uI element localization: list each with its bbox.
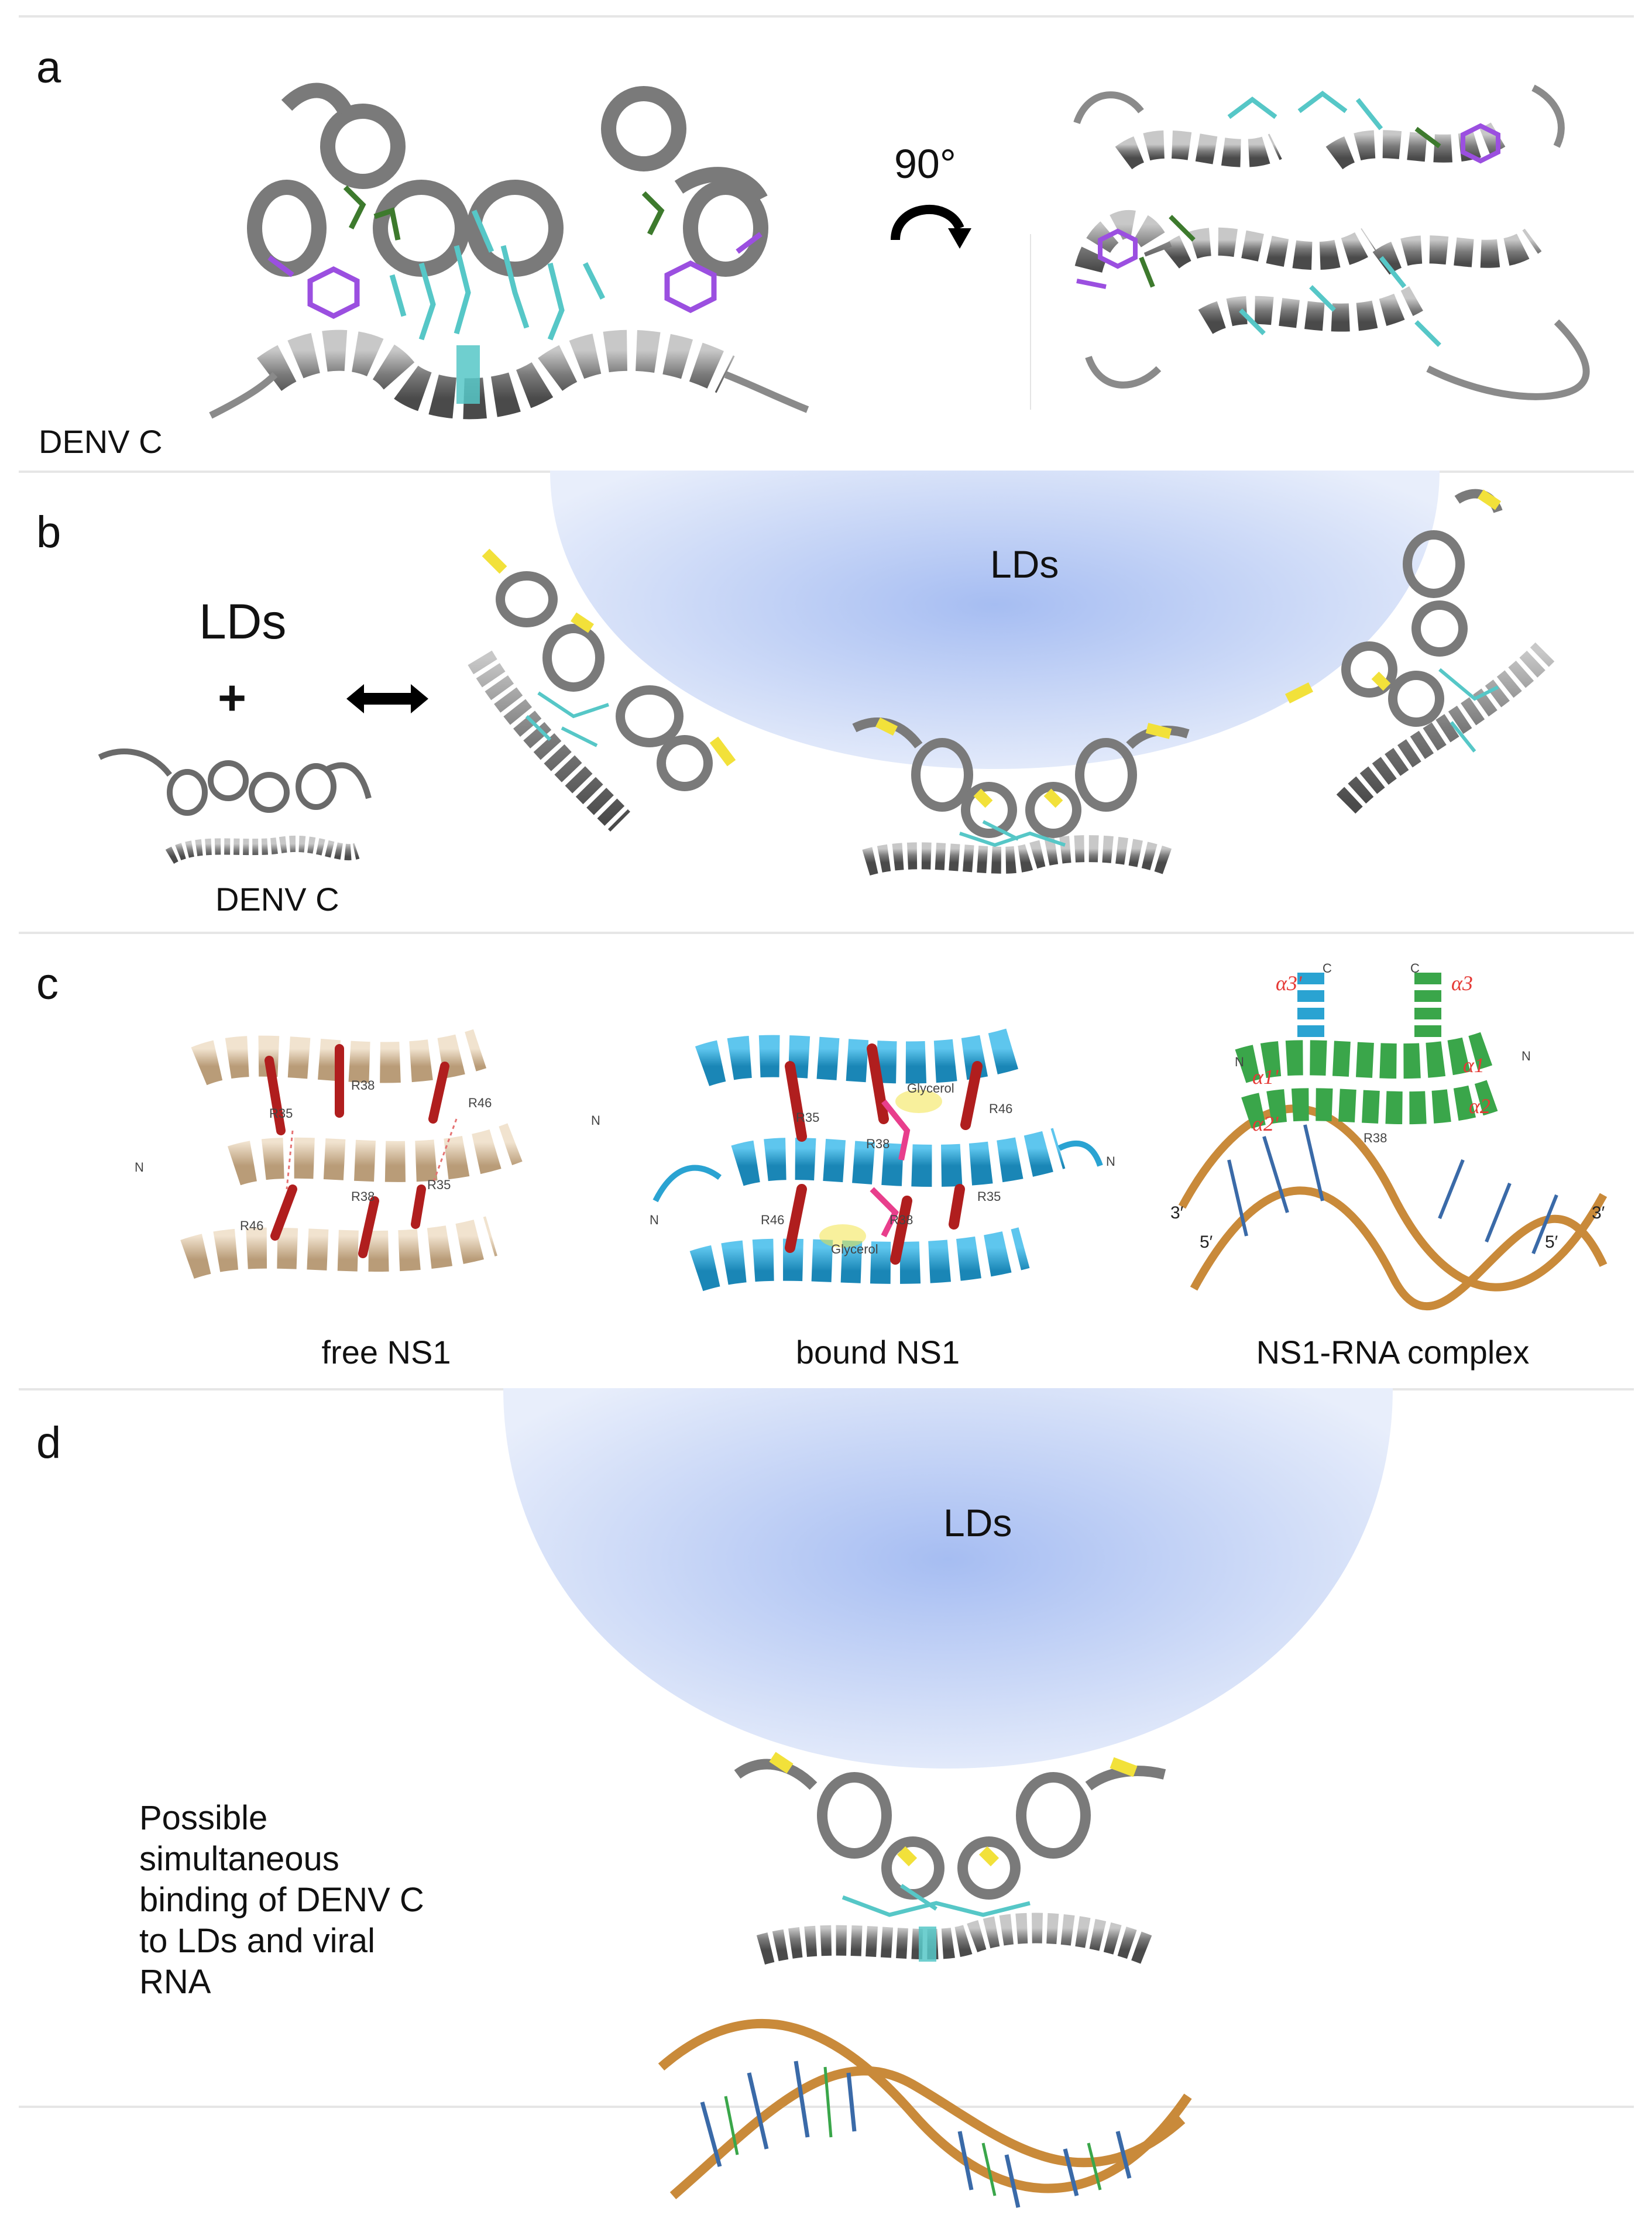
residue-label: R46 <box>761 1213 784 1227</box>
panel-a: a <box>0 0 1652 468</box>
denv-c-tilted-left <box>468 548 736 832</box>
denv-c-bound-center <box>852 717 1190 876</box>
terminus-label: N <box>1106 1154 1115 1169</box>
residue-label: R38 <box>889 1213 913 1227</box>
residue-label: R38 <box>866 1136 889 1151</box>
helix-label: α1' <box>1252 1065 1279 1089</box>
denv-c-dimer-rotated-view <box>1073 84 1590 400</box>
panel-d: LDs d Possible simultaneous binding of D… <box>0 1388 1652 2208</box>
rotation-label: 90° <box>894 141 956 187</box>
panel-b: LDs b LDs + DENV C <box>0 471 1652 932</box>
cyan-residue-sticks <box>389 210 606 341</box>
panel-label-c: c <box>36 959 59 1009</box>
purple-residue-sticks <box>267 232 763 320</box>
residue-label: R38 <box>1363 1131 1387 1145</box>
denv-c-dimer-front-view <box>209 83 809 420</box>
ns1-rna-complex-structure: α3' α3 α1' α1 α2' α2 C C N N R38 3′ 5′ 5… <box>1170 961 1608 1311</box>
plus-sign: + <box>218 670 247 725</box>
residue-label: R35 <box>977 1189 1001 1204</box>
denv-c-tilted-right <box>1284 489 1555 814</box>
residue-label: R38 <box>351 1078 375 1093</box>
panel-divider <box>19 932 1634 934</box>
rna-end-label: 3′ <box>1592 1203 1605 1223</box>
denv-c-caption-b: DENV C <box>215 881 339 918</box>
description-line: binding of DENV C <box>139 1881 424 1919</box>
rna-end-label: 5′ <box>1200 1232 1213 1252</box>
alpha4-helix-bundle <box>209 329 809 420</box>
description-line: Possible <box>139 1799 268 1837</box>
caption-free-ns1: free NS1 <box>321 1334 451 1371</box>
terminus-label: N <box>135 1160 144 1175</box>
panel-divider <box>19 2106 1634 2108</box>
terminus-label: C <box>1410 961 1420 976</box>
bound-ns1-structure: R35 R38 R46 R46 R38 R35 Glycerol Glycero… <box>650 1028 1115 1292</box>
terminus-label: N <box>1522 1049 1531 1063</box>
panel-label-d: d <box>36 1418 61 1468</box>
terminus-label: C <box>1323 961 1332 976</box>
description-line: RNA <box>139 1963 211 2001</box>
double-arrow-icon <box>346 684 428 713</box>
ligand-label: Glycerol <box>831 1242 878 1256</box>
lipid-droplet-b <box>550 471 1440 769</box>
lds-droplet-label-d: LDs <box>943 1501 1012 1544</box>
lds-label-b: LDs <box>199 594 287 649</box>
panel-label-a: a <box>36 43 61 92</box>
rna-end-label: 5′ <box>1545 1232 1558 1252</box>
helix-label: α2' <box>1252 1112 1279 1135</box>
residue-label: R35 <box>796 1110 819 1125</box>
denv-c-caption-a: DENV C <box>39 423 163 460</box>
residue-label: R38 <box>351 1189 375 1204</box>
green-residue-sticks <box>343 185 665 241</box>
terminus-label: N <box>1235 1055 1244 1069</box>
residue-label: R46 <box>468 1096 492 1110</box>
residue-label: R46 <box>240 1218 263 1233</box>
view-separator <box>1030 234 1031 410</box>
helix-label: α3' <box>1276 971 1303 995</box>
description-line: to LDs and viral <box>139 1922 375 1960</box>
helix-label: α1 <box>1463 1053 1485 1077</box>
helix-label: α2 <box>1469 1094 1490 1118</box>
residue-label: R46 <box>989 1101 1012 1116</box>
caption-bound-ns1: bound NS1 <box>795 1334 960 1371</box>
helix-label: α3 <box>1451 971 1473 995</box>
upper-helices <box>247 83 768 277</box>
lds-droplet-label-b: LDs <box>990 542 1059 586</box>
panel-label-b: b <box>36 507 61 557</box>
panel-c: c R35 R38 R46 R46 R38 R35 N N <box>0 932 1652 1388</box>
caption-ns1-rna-complex: NS1-RNA complex <box>1256 1334 1530 1371</box>
denv-c-bound-structure-d <box>734 1752 1166 1965</box>
residue-label: R35 <box>427 1177 451 1192</box>
terminus-label: N <box>650 1213 659 1227</box>
description-line: simultaneous <box>139 1840 339 1878</box>
viral-rna-helix <box>658 2018 1192 2208</box>
rna-end-label: 3′ <box>1170 1203 1184 1223</box>
terminus-label: N <box>591 1113 600 1128</box>
free-ns1-structure: R35 R38 R46 R46 R38 R35 N N <box>135 1029 600 1279</box>
ligand-label: Glycerol <box>907 1081 954 1096</box>
lipid-droplet-d <box>503 1388 1393 1769</box>
rotation-arrow-icon <box>891 205 971 249</box>
residue-label: R35 <box>269 1106 293 1121</box>
panel-divider <box>19 15 1634 18</box>
denv-c-small-structure <box>98 748 372 864</box>
